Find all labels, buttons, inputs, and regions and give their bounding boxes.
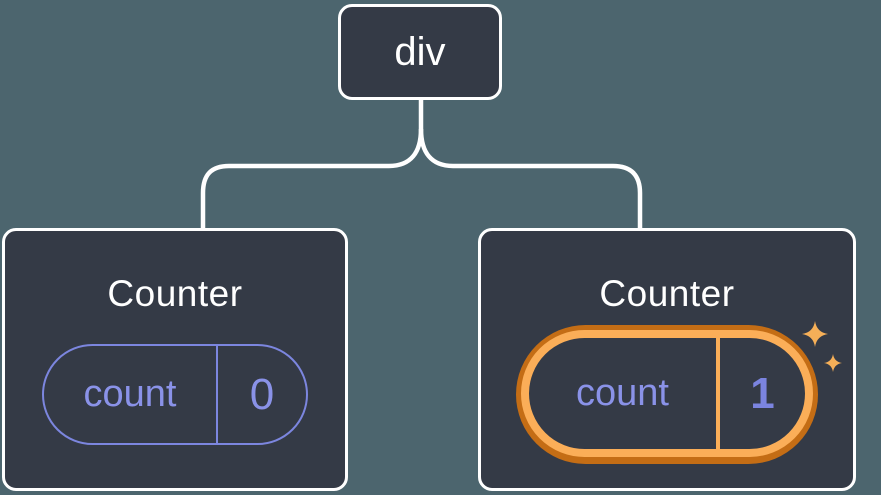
state-pill: count 0 [42,344,308,445]
state-pill: count 1 [521,330,813,457]
state-key-label: count [529,338,720,449]
sparkle-small [824,354,842,372]
state-pill-highlight-ring: count 1 [516,325,818,464]
state-key-label: count [44,346,218,443]
node-label: div [394,30,446,74]
component-title: Counter [107,273,243,314]
tree-node-counter-right: Counter count 1 [478,228,856,491]
component-title: Counter [599,273,735,314]
tree-node-div: div [338,4,502,100]
connector-right-branch [418,128,643,230]
state-value: 0 [249,369,275,419]
state-value: 1 [750,368,775,418]
tree-node-counter-left: Counter count 0 [2,228,348,491]
connector-left-branch [200,128,424,230]
sparkles-icon [802,321,842,372]
sparkle-large [802,321,828,347]
